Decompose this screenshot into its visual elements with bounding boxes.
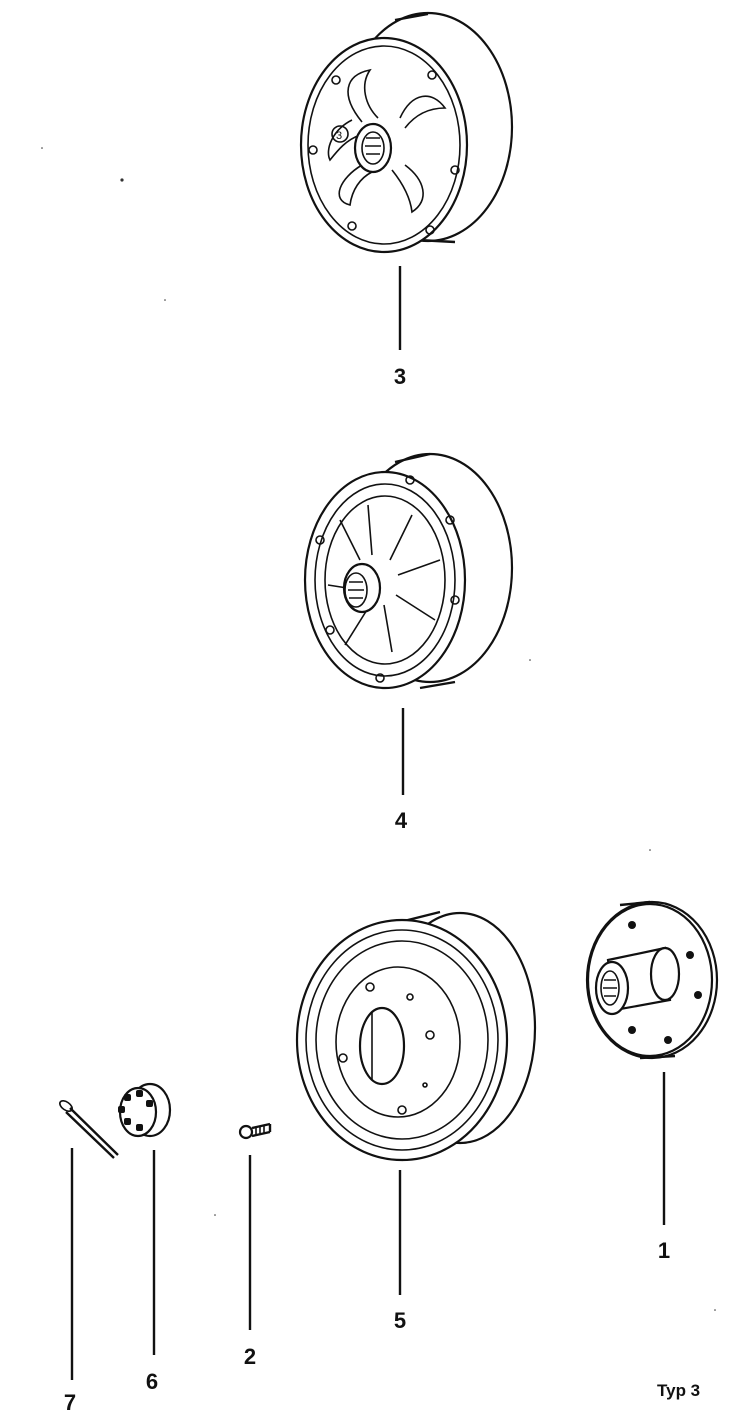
callout-6: 6 <box>146 1369 158 1394</box>
brake-drum-ribbed-drawing: 3 <box>299 11 514 254</box>
scan-specks <box>41 147 716 1311</box>
castle-nut-drawing <box>118 1082 172 1138</box>
callout-labels: 3 4 5 1 2 6 7 <box>64 364 670 1415</box>
cotter-pin-drawing <box>59 1100 119 1159</box>
footer-note: Typ 3 <box>657 1381 700 1400</box>
callout-4: 4 <box>395 808 408 833</box>
callout-2: 2 <box>244 1344 256 1369</box>
callout-5: 5 <box>394 1308 406 1333</box>
callout-1: 1 <box>658 1238 670 1263</box>
wheel-hub-drawing <box>585 900 719 1060</box>
svg-text:3: 3 <box>336 130 342 142</box>
brake-drum-finned-drawing <box>303 452 514 690</box>
wheel-bolt-drawing <box>238 1122 272 1140</box>
leader-lines <box>70 266 666 1380</box>
callout-7: 7 <box>64 1390 76 1415</box>
callout-3: 3 <box>394 364 406 389</box>
brake-drum-plain-drawing <box>295 910 537 1162</box>
